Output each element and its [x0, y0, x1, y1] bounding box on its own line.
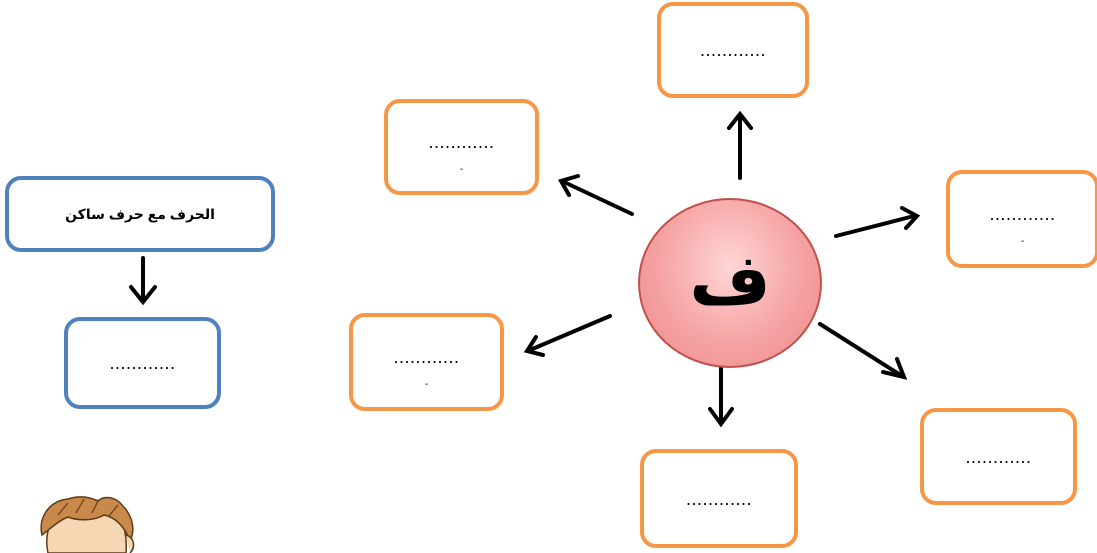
answer-box-right[interactable]: ............ - [946, 170, 1097, 268]
arrow-downright-icon [818, 322, 904, 378]
blank-dots: ............ [989, 204, 1056, 224]
arrow-downright-head [881, 357, 908, 380]
blank-dots: ............ [109, 353, 176, 373]
rule-label-box: الحرف مع حرف ساكن [5, 176, 275, 252]
blank-dots: ............ [699, 40, 766, 60]
rule-answer-box[interactable]: ............ [64, 317, 221, 409]
center-letter-circle: ف [638, 198, 822, 368]
arrow-up-head [727, 110, 753, 130]
answer-box-upper-left[interactable]: ............ - [384, 99, 539, 195]
arrow-right-icon [834, 214, 916, 238]
arrow-down-head [708, 407, 734, 428]
blank-dots: ............ [393, 347, 460, 367]
answer-box-lower-right[interactable]: ............ [920, 408, 1077, 505]
rule-label: الحرف مع حرف ساكن [65, 205, 215, 222]
blank-dots: ............ [428, 132, 495, 152]
answer-box-left[interactable]: ............ - [349, 313, 504, 411]
small-mark: - [459, 164, 464, 175]
center-letter: ف [689, 239, 771, 321]
blank-dots: ............ [965, 446, 1032, 467]
arrow-downleft-icon [528, 314, 612, 352]
arrow-upleft-head [558, 174, 580, 197]
cartoon-character-icon [40, 496, 135, 553]
arrow-upleft-icon [562, 180, 634, 216]
small-mark: - [1020, 236, 1025, 247]
arrow-right-head [900, 206, 921, 230]
arrow-downleft-head [523, 335, 545, 357]
arrow-left-down-head [129, 285, 157, 306]
small-mark: - [424, 379, 429, 390]
blank-dots: ............ [685, 488, 752, 509]
answer-box-top[interactable]: ............ [657, 2, 809, 98]
answer-box-bottom[interactable]: ............ [640, 449, 798, 548]
